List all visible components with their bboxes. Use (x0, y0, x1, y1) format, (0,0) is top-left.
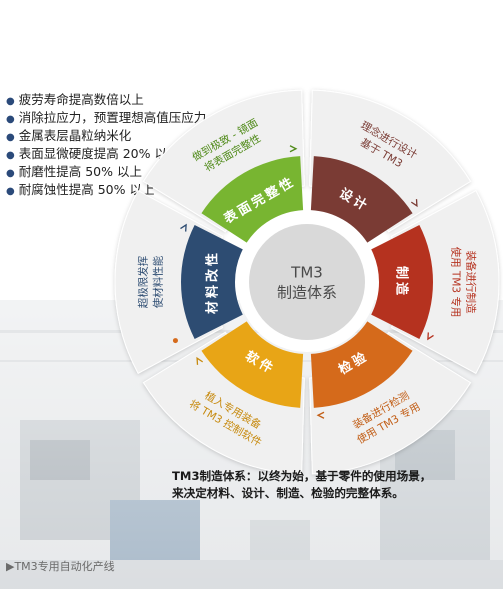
segment-description: 使用 TM3 专用 (450, 247, 463, 318)
center-subtitle: 制造体系 (277, 284, 337, 302)
benefit-list: ●疲劳寿命提高数倍以上 ●消除拉应力，预置理想高值压应力 ●金属表层晶粒纳米化 … (6, 92, 206, 200)
summary-line: 来决定材料、设计、制造、检验的完整体系。 (172, 486, 404, 500)
segment-description: 装备进行制造 (465, 251, 478, 314)
band-segment (181, 224, 243, 340)
summary-text: TM3制造体系：以终为始，基于零件的使用场景， 来决定材料、设计、制造、检验的完… (172, 468, 494, 502)
benefit-item: ●耐腐蚀性提高 50% 以上 (6, 182, 155, 197)
band-segment (310, 156, 413, 243)
bullet-icon: ● (6, 150, 15, 161)
flow-arrow-icon (427, 332, 434, 341)
bullet-icon: ● (6, 132, 15, 143)
center-title: TM3 (290, 264, 323, 282)
accent-dot-icon (172, 338, 178, 344)
caption: ▶TM3专用自动化产线 (6, 560, 115, 573)
summary-line: TM3制造体系：以终为始，基于零件的使用场景， (172, 469, 432, 483)
center-disc (249, 224, 365, 340)
flow-arrow-icon (289, 145, 298, 153)
benefit-item: ●表面显微硬度提高 20% 以上 (6, 146, 180, 161)
segment-description: 使材料性能 (152, 255, 165, 308)
band-segment (201, 321, 304, 408)
benefit-item: ●消除拉应力，预置理想高值压应力 (6, 110, 207, 125)
bullet-icon: ● (6, 114, 15, 125)
band-segment (310, 321, 413, 408)
flow-arrow-icon (410, 199, 418, 208)
segment-label: 制造 (394, 266, 410, 298)
bullet-icon: ● (6, 168, 15, 179)
flow-arrow-icon (316, 411, 325, 419)
segment-description: 超极限发挥 (137, 255, 150, 308)
flow-arrow-icon (180, 223, 187, 232)
band-segment (201, 156, 304, 243)
benefit-item: ●金属表层晶粒纳米化 (6, 128, 132, 143)
benefit-item: ●疲劳寿命提高数倍以上 (6, 92, 144, 107)
segment-label: 材料改性 (205, 250, 221, 314)
benefit-item: ●耐磨性提高 50% 以上 (6, 164, 142, 179)
flow-arrow-icon (196, 356, 204, 365)
bullet-icon: ● (6, 186, 15, 197)
bullet-icon: ● (6, 96, 15, 107)
band-segment (371, 224, 433, 340)
